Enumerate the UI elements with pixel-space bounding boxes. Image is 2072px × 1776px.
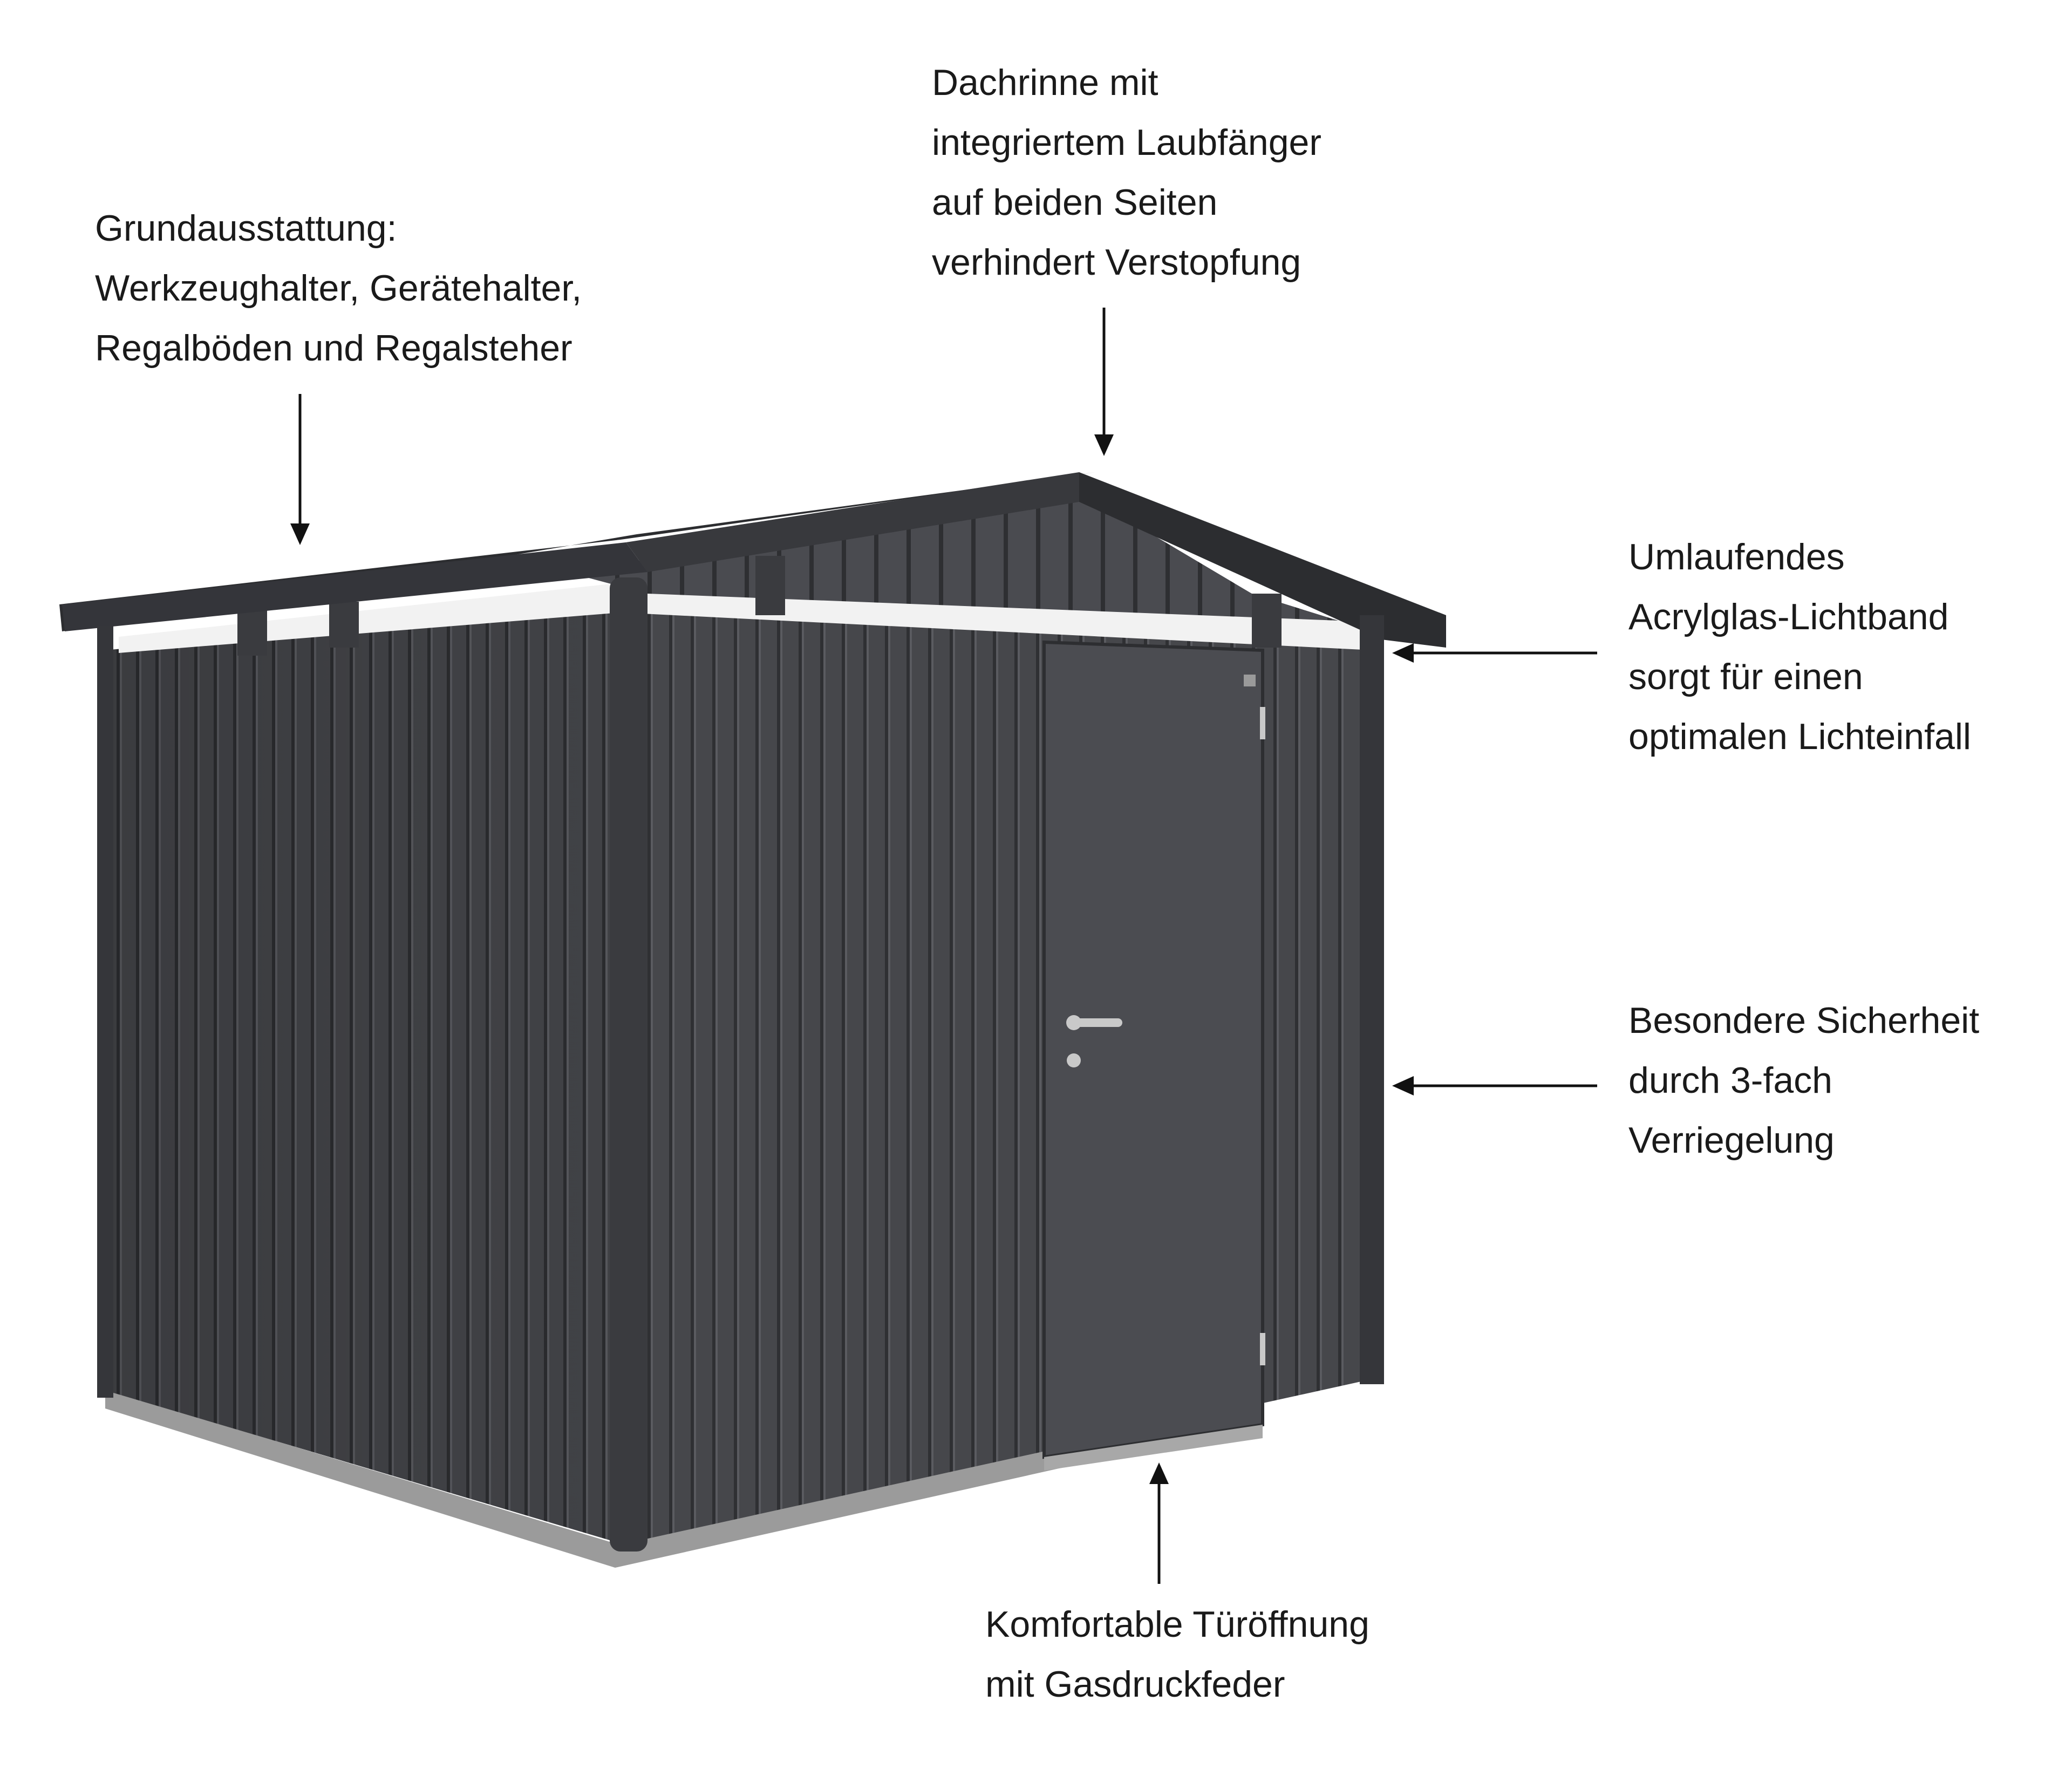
callout-line: mit Gasdruckfeder [985, 1664, 1285, 1705]
roof-front-eave [62, 542, 648, 631]
callout-line: Umlaufendes [1628, 536, 1845, 577]
callout-line: Besondere Sicherheit [1628, 1000, 1980, 1041]
callout-line: Grundausstattung: [95, 208, 397, 249]
callout-line: Regalböden und Regalsteher [95, 328, 572, 369]
skylight-post [237, 610, 267, 656]
arrow-dachrinne [1094, 308, 1114, 456]
callout-grundausstattung: Grundausstattung: Werkzeughalter, Geräte… [95, 199, 582, 378]
arrow-lichtband [1392, 643, 1597, 663]
door-lock-icon[interactable] [1067, 1053, 1081, 1067]
callout-lichtband: Umlaufendes Acrylglas-Lichtband sorgt fü… [1628, 527, 1971, 767]
side-wall-shade [103, 610, 621, 1543]
corner-post-left [97, 626, 113, 1398]
roof-ridge-right [1079, 472, 1446, 648]
roof-top [626, 472, 1079, 572]
callout-line: Werkzeughalter, Gerätehalter, [95, 268, 582, 309]
callout-line: verhindert Verstopfung [932, 242, 1301, 283]
door-hinge-top [1260, 707, 1265, 739]
skylight-post [755, 556, 785, 615]
arrow-sicherheit [1392, 1076, 1597, 1095]
callout-line: integriertem Laubfänger [932, 122, 1322, 163]
callout-line: sorgt für einen [1628, 656, 1863, 697]
door-handle[interactable] [1074, 1018, 1122, 1027]
door-hinge-bottom [1260, 1333, 1265, 1365]
callout-line: Verriegelung [1628, 1120, 1835, 1161]
floor-base [105, 1390, 1255, 1568]
callout-line: auf beiden Seiten [932, 182, 1218, 223]
door-badge [1244, 675, 1256, 686]
callout-sicherheit: Besondere Sicherheit durch 3-fach Verrie… [1628, 991, 1979, 1171]
skylight-post [1252, 594, 1282, 648]
skylight-post [329, 602, 359, 648]
callout-dachrinne: Dachrinne mit integriertem Laubfänger au… [932, 53, 1321, 292]
corner-post-right [1360, 615, 1384, 1384]
arrow-tueroeffnung [1149, 1462, 1169, 1584]
callout-line: optimalen Lichteinfall [1628, 716, 1972, 757]
skylight-band [119, 583, 1373, 653]
callout-tueroeffnung: Komfortable Türöffnung mit Gasdruckfeder [985, 1595, 1369, 1714]
door-panel[interactable] [1042, 640, 1264, 1459]
callout-line: durch 3-fach [1628, 1060, 1832, 1101]
door-threshold [1044, 1425, 1263, 1471]
callout-line: Acrylglas-Lichtband [1628, 596, 1949, 637]
callout-line: Dachrinne mit [932, 62, 1158, 103]
corner-post-front [610, 577, 648, 1552]
arrow-grundausstattung [290, 394, 310, 545]
callout-line: Komfortable Türöffnung [985, 1604, 1369, 1645]
